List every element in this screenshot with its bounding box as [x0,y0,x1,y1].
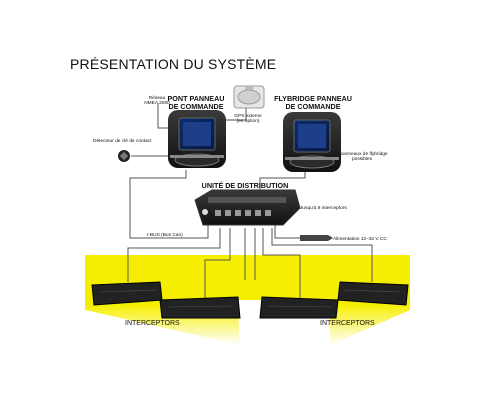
flybridge-panel-label: FLYBRIDGE PANNEAU DE COMMANDE [270,95,356,111]
ignition-key-icon [118,150,130,162]
nmea-label-line2: NMEA 2000 [144,101,170,107]
distribution-unit-device [194,189,301,226]
interceptors-left-label: INTERCEPTORS [125,320,180,327]
flybridge-note-line1: 3 panneaux de flybridge [336,152,388,157]
gps-label-line2: (en option) [236,119,260,125]
page-title: PRÉSENTATION DU SYSTÈME [70,56,277,72]
bridge-panel-label-line2: DE COMMANDE [168,101,224,111]
interceptors-right-label: INTERCEPTORS [320,320,375,327]
bridge-panel-label-line1: PONT PANNEAU [167,94,225,103]
flybridge-panel-device [283,112,341,172]
interceptor-2 [159,296,241,319]
flybridge-panel-label-line1: FLYBRIDGE PANNEAU [274,94,352,103]
interceptors [91,281,409,319]
interceptor-3 [259,296,339,319]
flybridge-note-line2: possibles [352,157,372,163]
interceptors-note: Jusqu'à 8 interceptors [300,206,347,211]
nmea-network-label: Réseau NMEA 2000 [140,96,174,107]
power-cable-arrow [300,235,333,241]
power-label: Alimentation 12–32 V CC [333,237,387,242]
nmea-label-line1: Réseau [148,96,166,101]
interceptor-4 [337,281,409,306]
cable-lines [127,103,373,300]
flybridge-note: 3 panneaux de flybridge possibles [334,152,390,163]
bridge-panel-device [168,110,226,168]
ignition-label: Détecteur de clé de contact [93,139,152,144]
gps-label: GPS externe (en option) [228,114,268,125]
flybridge-panel-label-line2: DE COMMANDE [285,101,341,111]
gps-antenna [233,85,265,109]
gps-label-line1: GPS externe [234,114,262,119]
bridge-panel-label: PONT PANNEAU DE COMMANDE [163,95,229,111]
ibus-label: I-BUS (Bus Can) [147,233,183,238]
distribution-unit-label: UNITÉ DE DISTRIBUTION [201,181,289,190]
